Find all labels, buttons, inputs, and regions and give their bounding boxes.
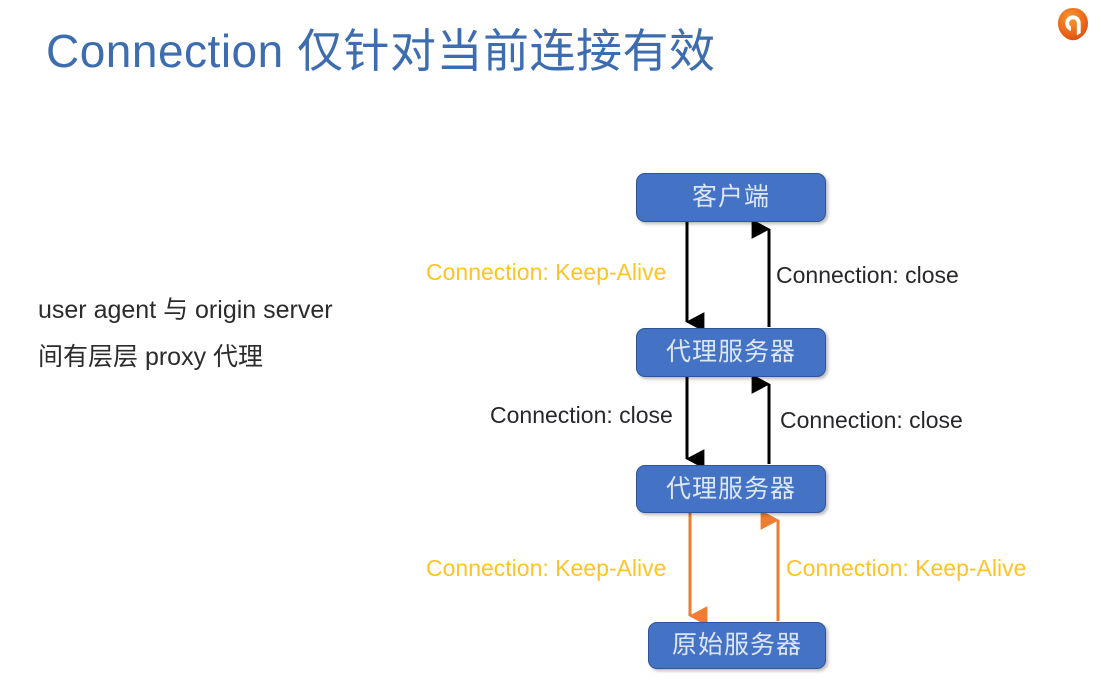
node-proxy-2[interactable]: 代理服务器 [636,465,826,513]
page-title: Connection 仅针对当前连接有效 [46,25,716,77]
body-line-1: user agent 与 origin server [38,296,333,324]
edge-label-proxy2-to-origin: Connection: Keep-Alive [426,555,667,581]
body-line-2: 间有层层 proxy 代理 [38,343,264,371]
edge-label-client-to-proxy1: Connection: Keep-Alive [426,259,667,285]
brand-logo-icon [1051,2,1095,46]
node-origin-server[interactable]: 原始服务器 [648,622,826,669]
edge-label-proxy1-to-client: Connection: close [776,262,959,288]
node-client-label: 客户端 [691,183,770,211]
edge-label-origin-to-proxy2: Connection: Keep-Alive [786,555,1027,581]
body-paragraph: user agent 与 origin server 间有层层 proxy 代理 [38,287,438,381]
edge-label-proxy2-to-proxy1: Connection: close [780,407,963,433]
node-origin-server-label: 原始服务器 [671,631,802,659]
node-proxy-2-label: 代理服务器 [665,474,796,503]
node-client[interactable]: 客户端 [636,173,826,222]
node-proxy-1[interactable]: 代理服务器 [636,328,826,377]
node-proxy-1-label: 代理服务器 [665,338,796,366]
edge-label-proxy1-to-proxy2: Connection: close [490,402,673,428]
